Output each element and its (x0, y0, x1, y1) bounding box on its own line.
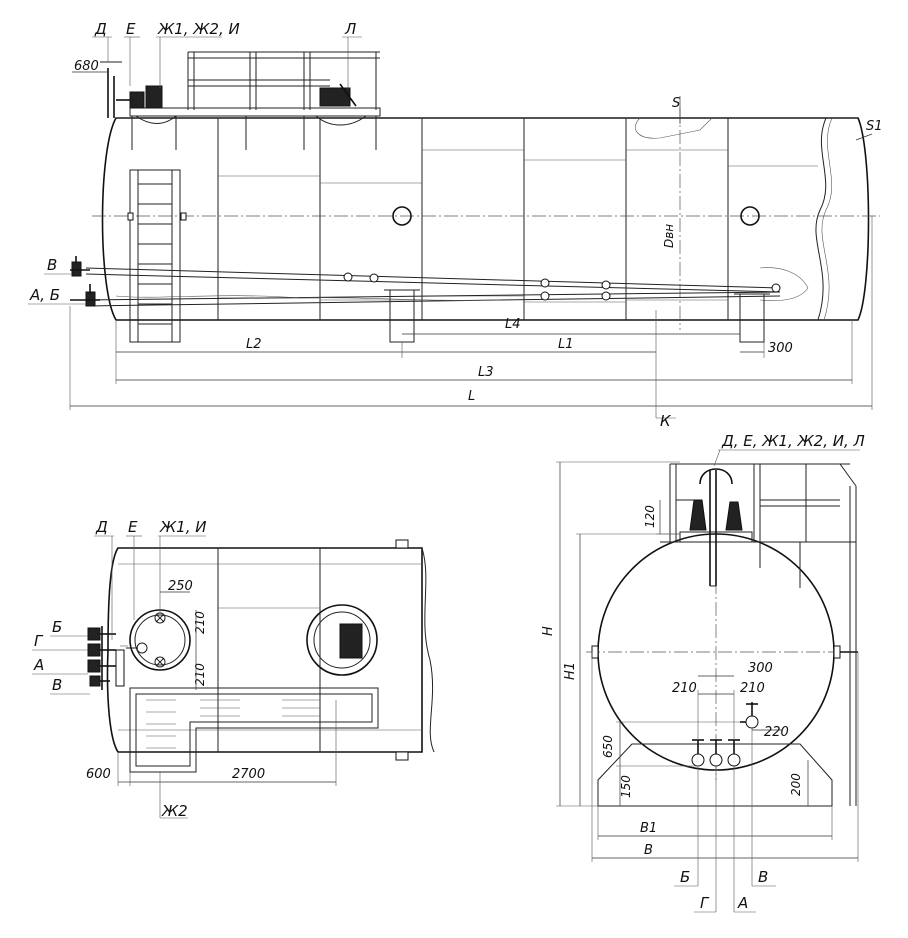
pipes (85, 267, 809, 307)
tag-g-side: Г (700, 894, 710, 912)
side-platform (660, 463, 857, 806)
tag-ab: А, Б (29, 286, 60, 304)
dim-210a-side: 210 (672, 681, 697, 696)
tag-e: Е (126, 20, 136, 38)
ladder (127, 169, 187, 343)
dim-2700: 2700 (232, 767, 265, 782)
top-view: Д Е Ж1, И 250 210 210 Б Г А В 600 2700 Ж… (32, 518, 435, 820)
dim-l: L (468, 389, 475, 404)
dim-l2: L2 (246, 337, 262, 352)
dim-210b-side: 210 (740, 681, 765, 696)
tag-e-top: Е (128, 518, 138, 536)
dim-300-side: 300 (748, 661, 773, 676)
side-dimensions (556, 461, 859, 913)
tag-b-top: Б (52, 618, 62, 636)
dim-120: 120 (643, 505, 657, 528)
tag-dvn: Dвн (662, 224, 676, 248)
tag-zh-i-top: Ж1, И (159, 518, 206, 536)
dim-b: B (644, 843, 653, 858)
tag-a-top: А (33, 656, 44, 674)
tag-d: Д (94, 20, 107, 38)
front-dimensions (69, 216, 873, 419)
dim-b1: B1 (640, 821, 657, 836)
side-view: Д, Е, Ж1, Ж2, И, Л (541, 432, 865, 913)
dim-300-front: 300 (768, 341, 793, 356)
tag-zh2: Ж2 (161, 802, 188, 820)
tag-s: S (672, 96, 680, 111)
top-platform (129, 51, 381, 150)
dim-680: 680 (74, 59, 99, 74)
dim-600: 600 (86, 767, 111, 782)
left-fittings (70, 256, 100, 307)
dim-150: 150 (619, 775, 633, 798)
dim-210a-top: 210 (193, 611, 207, 634)
tag-v: В (47, 256, 57, 274)
dim-h1: H1 (563, 662, 578, 680)
tag-v-top: В (52, 676, 62, 694)
dim-200: 200 (789, 773, 803, 796)
tag-b-side: Б (680, 868, 690, 886)
tag-k: К (660, 412, 672, 430)
tag-s1: S1 (866, 119, 883, 134)
dim-220: 220 (764, 725, 789, 740)
dim-l3: L3 (478, 365, 494, 380)
tag-zh-i: Ж1, Ж2, И (157, 20, 240, 38)
dim-250: 250 (168, 579, 193, 594)
tag-a-side: А (737, 894, 748, 912)
dim-210b-top: 210 (193, 663, 207, 686)
valve-assembly (100, 61, 163, 118)
tag-l: Л (344, 20, 356, 38)
dim-l1: L1 (558, 337, 574, 352)
front-view: Д Е Ж1, Ж2, И Л 680 S S1 Dвн В А, Б (28, 20, 883, 430)
tag-g-top: Г (34, 632, 44, 650)
tag-v-side: В (758, 868, 768, 886)
side-valves-top (87, 626, 116, 690)
tag-d-top: Д (95, 518, 108, 536)
dim-l4: L4 (505, 317, 521, 332)
tag-title-side: Д, Е, Ж1, Ж2, И, Л (721, 432, 865, 450)
bottom-fittings (691, 702, 759, 767)
dim-650: 650 (601, 735, 615, 758)
dim-h: H (541, 626, 556, 636)
